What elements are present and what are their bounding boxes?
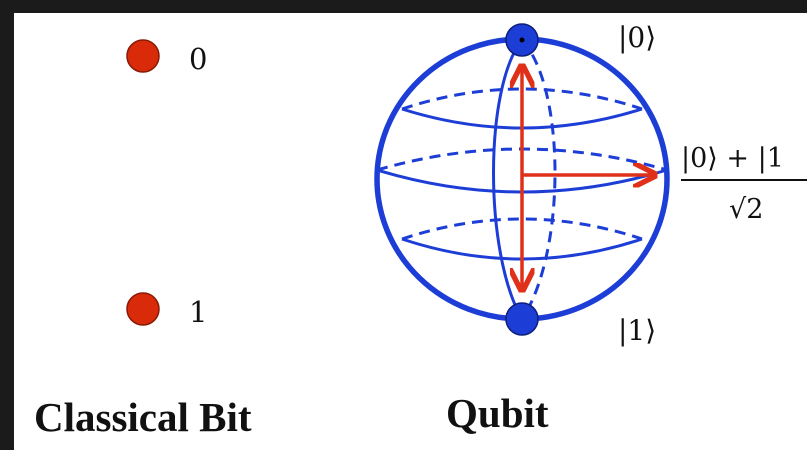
meridian-back xyxy=(520,38,557,320)
bit-one-label: 1 xyxy=(189,295,207,329)
bit-zero-dot xyxy=(126,39,160,73)
meridian-front xyxy=(492,39,524,320)
ket-one-label: |1⟩ xyxy=(618,314,656,347)
bit-zero-label: 0 xyxy=(189,42,207,76)
bit-vs-qubit-diagram: 0 1 Classical Bit xyxy=(34,21,807,440)
classical-bit: 0 1 Classical Bit xyxy=(34,39,252,440)
diagram-panel: 0 1 Classical Bit xyxy=(14,13,807,450)
north-pole-center xyxy=(519,37,525,43)
south-pole-dot xyxy=(505,302,539,336)
qubit-caption: Qubit xyxy=(446,390,549,436)
superposition-numerator: |0⟩ + |1 xyxy=(681,143,784,174)
ket-zero-label: |0⟩ xyxy=(618,21,656,54)
bit-one-dot xyxy=(126,292,160,326)
superposition-denominator: √2 xyxy=(729,194,763,225)
superposition-formula: |0⟩ + |1 √2 xyxy=(681,143,807,225)
classical-bit-caption: Classical Bit xyxy=(34,394,252,440)
state-arrows xyxy=(522,67,654,289)
